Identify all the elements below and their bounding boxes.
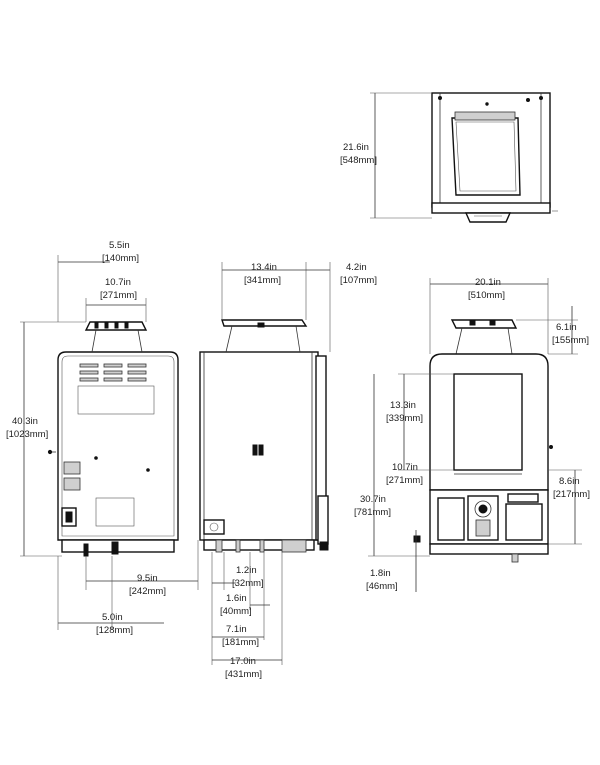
dim-foot-1-mm: [32mm]	[232, 578, 264, 589]
dim-foot-2-mm: [40mm]	[220, 606, 252, 617]
top-view: 21.6in [548mm]	[340, 92, 558, 223]
dim-foot-3-in: 7.1in	[226, 624, 247, 635]
side-view: 13.4in [341mm] 4.2in [107mm] 1.2in [32mm…	[199, 262, 377, 680]
dim-window-height-in: 13.3in	[390, 400, 416, 411]
front-view: 20.1in [510mm] 6.1in [155mm] 13.3in [339…	[354, 277, 590, 592]
dim-window-height-mm: [339mm]	[386, 413, 423, 424]
dim-hopper-height-mm: [155mm]	[552, 335, 589, 346]
dim-hopper-height-in: 6.1in	[556, 322, 577, 333]
dim-base-height-in: 1.8in	[370, 568, 391, 579]
dim-lid-width-in: 13.4in	[251, 262, 277, 273]
dim-body-height-in: 30.7in	[360, 494, 386, 505]
dim-dispense-height-in: 8.6in	[559, 476, 580, 487]
dim-foot-2-in: 1.6in	[226, 593, 247, 604]
dim-top-depth-mm: [548mm]	[340, 155, 377, 166]
dim-side-offset-in: 5.5in	[109, 240, 130, 251]
dim-dispense-height-mm: [217mm]	[553, 489, 590, 500]
rear-view: 5.5in [140mm] 10.7in [271mm] 40.3in [102…	[6, 240, 199, 636]
dim-side-offset-mm: [140mm]	[102, 253, 139, 264]
dim-total-height-mm: [1023mm]	[6, 429, 48, 440]
dim-top-depth-in: 21.6in	[343, 142, 369, 153]
dim-hopper-width-mm: [271mm]	[100, 290, 137, 301]
dim-window-width-mm: [271mm]	[386, 475, 423, 486]
dim-body-height-mm: [781mm]	[354, 507, 391, 518]
dim-rear-offset-mm: [242mm]	[129, 586, 166, 597]
dim-lid-width-mm: [341mm]	[244, 275, 281, 286]
dim-base-height-mm: [46mm]	[366, 581, 398, 592]
dim-side-depth-mm: [431mm]	[225, 669, 262, 680]
dim-window-width-in: 10.7in	[392, 462, 418, 473]
dim-bottom-left-in: 5.0in	[102, 612, 123, 623]
dim-foot-3-mm: [181mm]	[222, 637, 259, 648]
dim-lid-overhang-in: 4.2in	[346, 262, 367, 273]
dim-hopper-width-in: 10.7in	[105, 277, 131, 288]
dim-front-width-in: 20.1in	[475, 277, 501, 288]
dim-total-height-in: 40.3in	[12, 416, 38, 427]
dim-front-width-mm: [510mm]	[468, 290, 505, 301]
dim-rear-offset-in: 9.5in	[137, 573, 158, 584]
dim-bottom-left-mm: [128mm]	[96, 625, 133, 636]
dim-foot-1-in: 1.2in	[236, 565, 257, 576]
dim-side-depth-in: 17.0in	[230, 656, 256, 667]
vent-slots	[79, 363, 147, 382]
dim-lid-overhang-mm: [107mm]	[340, 275, 377, 286]
